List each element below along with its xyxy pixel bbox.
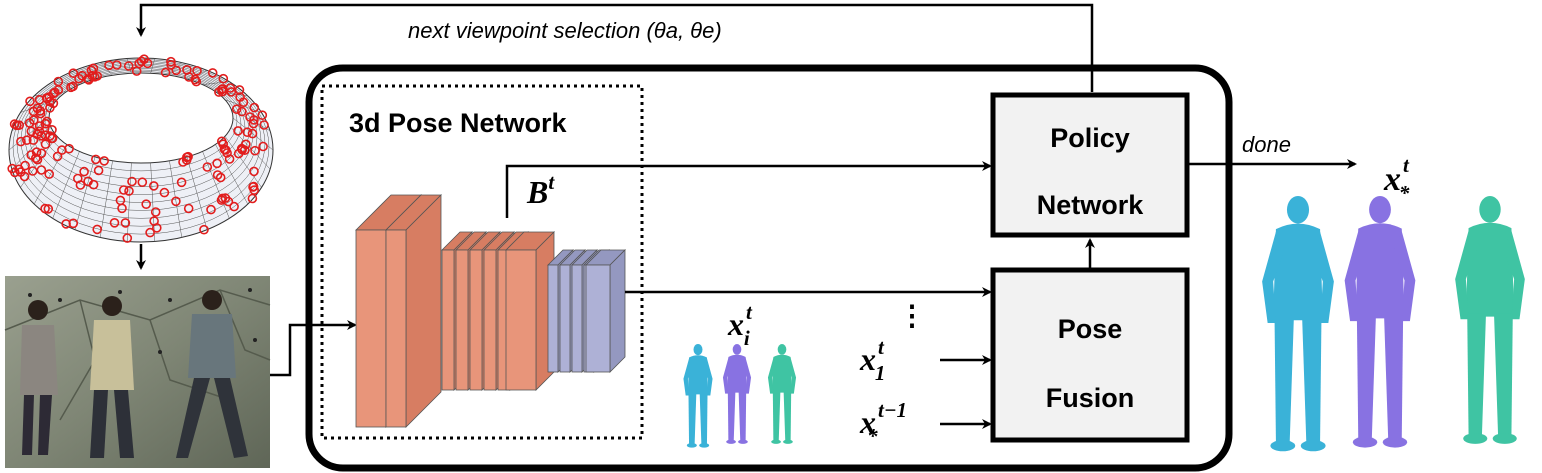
fusion-label-2: Fusion — [1046, 383, 1135, 413]
fusion-label-1: Pose — [1058, 314, 1123, 344]
big-human-teal — [1455, 196, 1525, 444]
camera-photo — [4, 276, 271, 468]
conv-layer-8 — [505, 231, 555, 391]
fused-pose-estimates — [1262, 196, 1525, 452]
pose-network-title: 3d Pose Network — [349, 108, 568, 138]
pose-fusion-box — [990, 267, 1190, 443]
viewpoint-sphere — [7, 54, 274, 243]
policy-label-1: Policy — [1050, 123, 1130, 153]
person-left — [20, 300, 58, 455]
person-middle — [90, 296, 134, 458]
policy-network-box — [990, 92, 1190, 238]
done-label: done — [1242, 132, 1291, 157]
big-human-purple — [1344, 196, 1416, 448]
x-star-prev-label: xt−1* — [859, 398, 907, 448]
next-viewpoint-label: next viewpoint selection (θa, θe) — [408, 18, 722, 43]
vertical-ellipsis: ⋮ — [898, 300, 926, 331]
B-t-label: Bt — [526, 170, 555, 210]
per-view-pose-estimates — [683, 344, 797, 448]
small-human-teal — [767, 344, 797, 444]
person-right — [176, 290, 248, 458]
policy-label-2: Network — [1037, 190, 1145, 220]
deconv-layer-5 — [585, 249, 626, 373]
bt-to-policy-arrow — [505, 161, 992, 218]
system-box — [305, 64, 1233, 472]
conv-layers — [355, 194, 626, 428]
photo-to-network-arrow — [270, 320, 357, 377]
conv-layer-2 — [385, 194, 442, 428]
viewpoint-feedback-arrow — [136, 3, 1094, 92]
big-human-cyan — [1262, 196, 1334, 452]
small-human-purple — [722, 344, 752, 444]
small-human-cyan — [683, 344, 713, 448]
x-star-t-label: xt* — [1383, 153, 1410, 205]
